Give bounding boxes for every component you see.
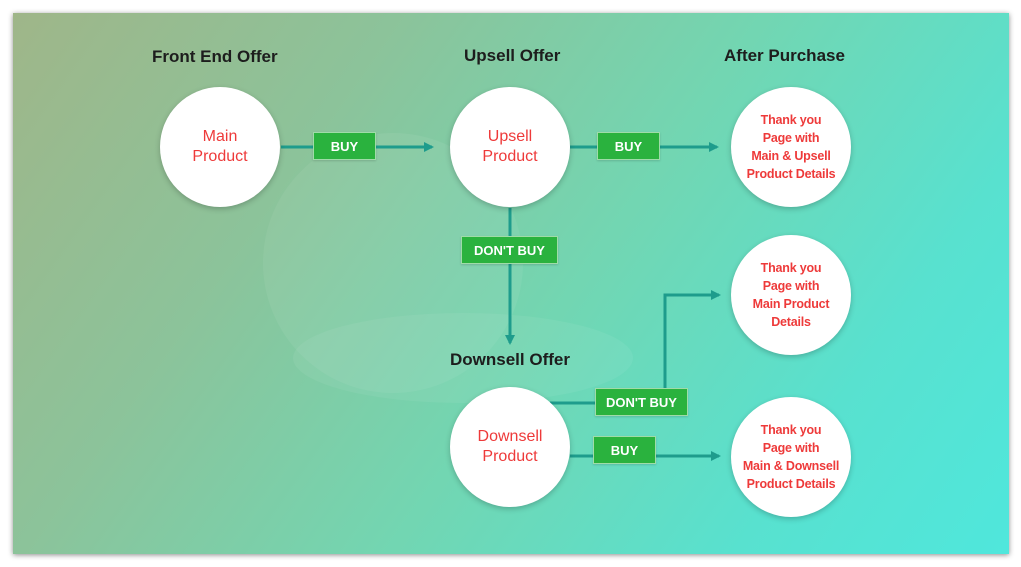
node-label: Product bbox=[192, 148, 248, 165]
heading-front-end-offer: Front End Offer bbox=[152, 47, 278, 66]
node-downsell-product: Downsell Product bbox=[450, 387, 570, 507]
node-label: Product bbox=[482, 448, 538, 465]
node-thank-you-main-upsell: Thank you Page with Main & Upsell Produc… bbox=[731, 87, 851, 207]
dont-buy-button-downsell[interactable]: DON'T BUY bbox=[595, 388, 688, 416]
node-label: Main & Downsell bbox=[742, 459, 840, 473]
node-thank-you-main: Thank you Page with Main Product Details bbox=[731, 235, 851, 355]
node-main-product: Main Product bbox=[160, 87, 280, 207]
background-blur-shape bbox=[293, 313, 633, 403]
node-label: Thank you bbox=[760, 423, 822, 437]
node-label: Product Details bbox=[746, 477, 836, 491]
node-label: Thank you bbox=[760, 113, 822, 127]
node-upsell-product: Upsell Product bbox=[450, 87, 570, 207]
node-label: Downsell bbox=[477, 428, 543, 445]
heading-after-purchase: After Purchase bbox=[724, 46, 845, 65]
node-label: Page with bbox=[762, 441, 820, 455]
buy-button-downsell[interactable]: BUY bbox=[593, 436, 656, 464]
node-label: Page with bbox=[762, 131, 820, 145]
diagram-canvas: Front End Offer Upsell Offer After Purch… bbox=[13, 13, 1009, 554]
heading-downsell-offer: Downsell Offer bbox=[450, 350, 570, 369]
node-label: Upsell bbox=[487, 128, 533, 145]
node-label: Main & Upsell bbox=[751, 149, 831, 163]
node-label: Product Details bbox=[746, 167, 836, 181]
arrow-downsell-to-thankyou-main bbox=[550, 290, 721, 405]
buy-button-main[interactable]: BUY bbox=[313, 132, 376, 160]
buy-button-upsell[interactable]: BUY bbox=[597, 132, 660, 160]
heading-upsell-offer: Upsell Offer bbox=[464, 46, 561, 65]
node-label: Page with bbox=[762, 279, 820, 293]
node-label: Main Product bbox=[752, 297, 830, 311]
node-thank-you-main-downsell: Thank you Page with Main & Downsell Prod… bbox=[731, 397, 851, 517]
node-label: Product bbox=[482, 148, 538, 165]
dont-buy-button-upsell[interactable]: DON'T BUY bbox=[461, 236, 558, 264]
node-label: Thank you bbox=[760, 261, 822, 275]
node-label: Details bbox=[771, 315, 811, 329]
node-label: Main bbox=[202, 128, 238, 145]
